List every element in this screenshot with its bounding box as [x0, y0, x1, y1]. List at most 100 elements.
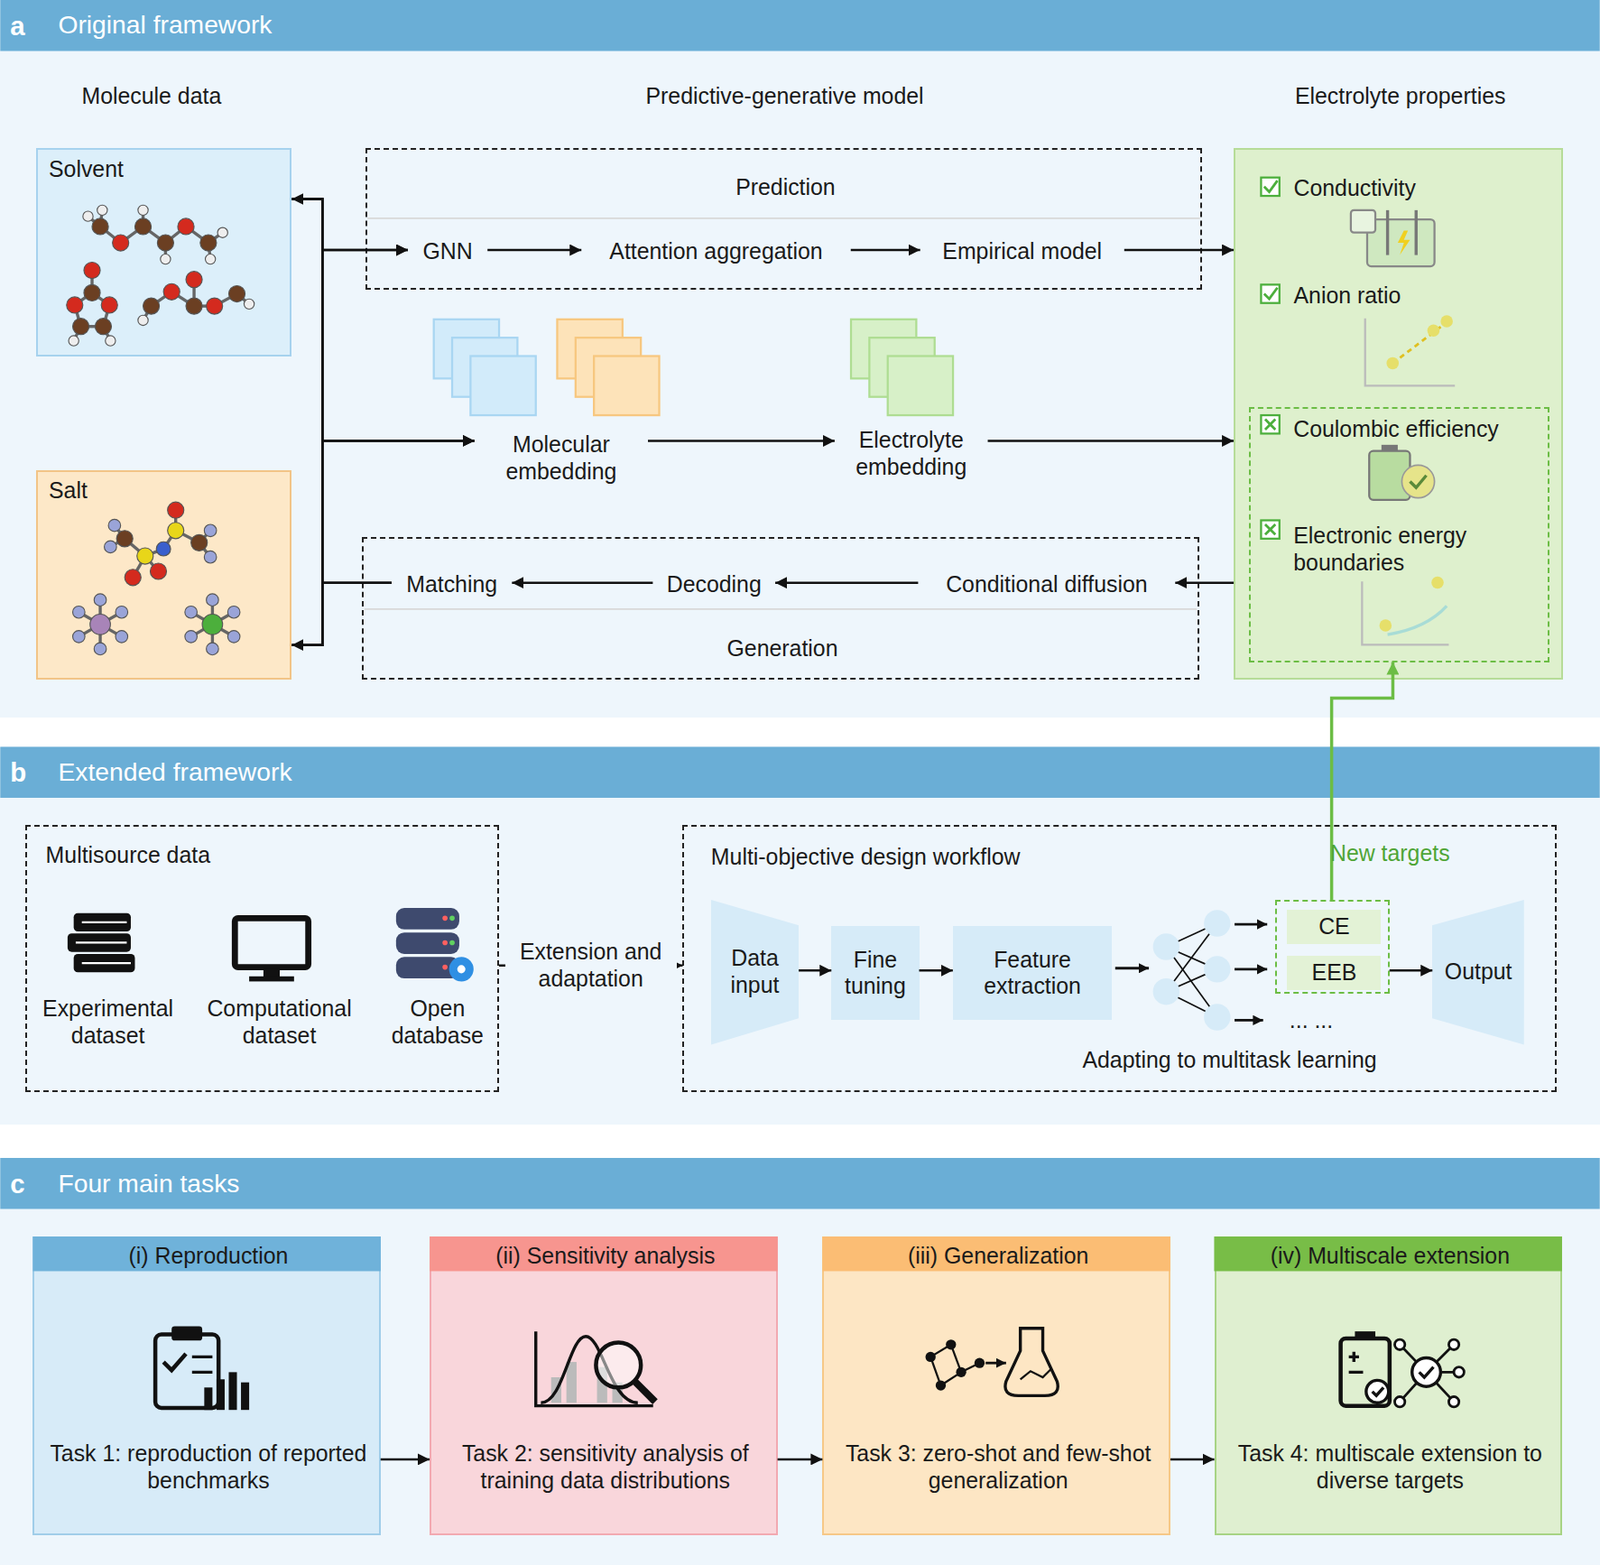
- plot-dot: [1379, 619, 1393, 632]
- network-link: [1165, 923, 1218, 992]
- atom: [167, 522, 185, 539]
- atom: [73, 605, 86, 619]
- check-mark: [163, 1353, 186, 1370]
- atom: [185, 271, 203, 288]
- atom: [157, 234, 174, 251]
- label-text: Conditional diffusion: [945, 571, 1147, 599]
- process-step: GNN: [407, 234, 488, 269]
- label-text: Extended framework: [57, 757, 292, 788]
- label-text: Task 2: sensitivity analysis of training…: [439, 1440, 771, 1495]
- bond: [151, 291, 173, 306]
- text-slot: Task 4: multiscale extension to diverse …: [1224, 1433, 1556, 1501]
- embedding-icon: [452, 337, 518, 398]
- bond: [87, 216, 101, 227]
- network-neuron: [1153, 933, 1180, 960]
- process-step: Experimental dataset: [30, 989, 186, 1055]
- atom: [134, 218, 151, 235]
- bar-icon: [551, 1377, 562, 1403]
- connector-arrow: [291, 198, 474, 441]
- connector-arrow: [1389, 969, 1434, 972]
- arrow-line: [1115, 966, 1149, 970]
- embedding-icon: [556, 319, 622, 380]
- label-text: Data input: [711, 944, 799, 999]
- bar-icon: [612, 1382, 623, 1404]
- database-disk: [396, 956, 460, 979]
- text-slot: Attention aggregation: [581, 234, 851, 269]
- bond: [78, 624, 101, 638]
- bond: [100, 226, 121, 243]
- text-slot: Computational dataset: [189, 989, 370, 1055]
- label-text: Multisource data: [46, 841, 211, 870]
- text-slot: Task 2: sensitivity analysis of training…: [439, 1433, 771, 1501]
- book-icon: [73, 913, 131, 932]
- arrow-line: [1234, 923, 1268, 926]
- output-trapezoid: Output: [1432, 899, 1525, 1046]
- bond: [171, 291, 195, 306]
- label-text: Task 1: reproduction of reported benchma…: [42, 1440, 374, 1495]
- embedding-icon: [850, 319, 916, 380]
- atom: [116, 530, 133, 547]
- text-slot: Task 3: zero-shot and few-shot generaliz…: [832, 1433, 1164, 1501]
- gear-icon: [449, 956, 474, 981]
- text-slot: Multisource data: [46, 838, 352, 873]
- embedding-icon: [434, 319, 500, 380]
- network-link: [1426, 1371, 1455, 1402]
- flask-icon: [1005, 1328, 1058, 1397]
- network-node: [1448, 1396, 1459, 1406]
- connector-arrow: [798, 969, 832, 972]
- atom: [66, 296, 84, 314]
- molecule-atom: [974, 1358, 985, 1369]
- check-badge: [1401, 464, 1434, 498]
- atom: [115, 630, 129, 644]
- text-slot: New targets: [1330, 838, 1535, 870]
- magnifier-icon: [595, 1342, 641, 1388]
- atom: [138, 314, 148, 325]
- header-bar: [0, 0, 1600, 52]
- bond: [208, 232, 223, 243]
- bond: [191, 624, 213, 638]
- header-bar: [0, 1157, 1600, 1210]
- target-group: Coulombic efficiencyElectronic energy bo…: [1248, 406, 1551, 663]
- connector-arrow: [499, 963, 684, 967]
- text-slot: Adapting to multitask learning: [1009, 1043, 1449, 1078]
- atom: [228, 286, 245, 303]
- label-text: c: [9, 1167, 25, 1200]
- label-text: Matching: [406, 571, 498, 599]
- bond: [237, 294, 250, 305]
- input-trapezoid: Data input: [711, 899, 799, 1046]
- task-header-band: [1213, 1236, 1562, 1271]
- text-slot: ... ...: [1265, 1005, 1358, 1036]
- check-mark: [1372, 1387, 1384, 1396]
- check-mark: [1419, 1367, 1434, 1378]
- connector-arrow: [850, 249, 921, 252]
- label-text: Anion ratio: [1294, 282, 1402, 310]
- bond: [120, 226, 144, 243]
- label-text: EEB: [1312, 959, 1358, 987]
- bond: [74, 292, 93, 306]
- bond: [143, 226, 167, 243]
- bond: [110, 538, 125, 547]
- label-text: Feature extraction: [952, 946, 1112, 1001]
- bond: [174, 509, 177, 531]
- connector-arrow: [1331, 662, 1394, 900]
- bond: [100, 210, 102, 227]
- database-light: [442, 915, 448, 922]
- atom: [206, 593, 220, 607]
- molecule-atom: [955, 1367, 966, 1378]
- label-text: ... ...: [1289, 1007, 1333, 1035]
- distribution-curve: [540, 1336, 638, 1403]
- atom: [83, 211, 93, 222]
- text-slot: GNN: [407, 234, 488, 269]
- checkbox: [1260, 284, 1279, 303]
- connector-arrow: [291, 198, 408, 250]
- atom: [73, 630, 86, 644]
- plot-axes: [1361, 581, 1449, 645]
- magnifier-handle: [634, 1381, 656, 1403]
- atom: [206, 297, 223, 315]
- network-neuron: [1203, 909, 1231, 936]
- arrow-line: [985, 1361, 1007, 1365]
- network-link: [1165, 969, 1218, 992]
- atom: [160, 253, 171, 264]
- database-disk: [396, 907, 460, 930]
- checkbox: [1260, 177, 1279, 196]
